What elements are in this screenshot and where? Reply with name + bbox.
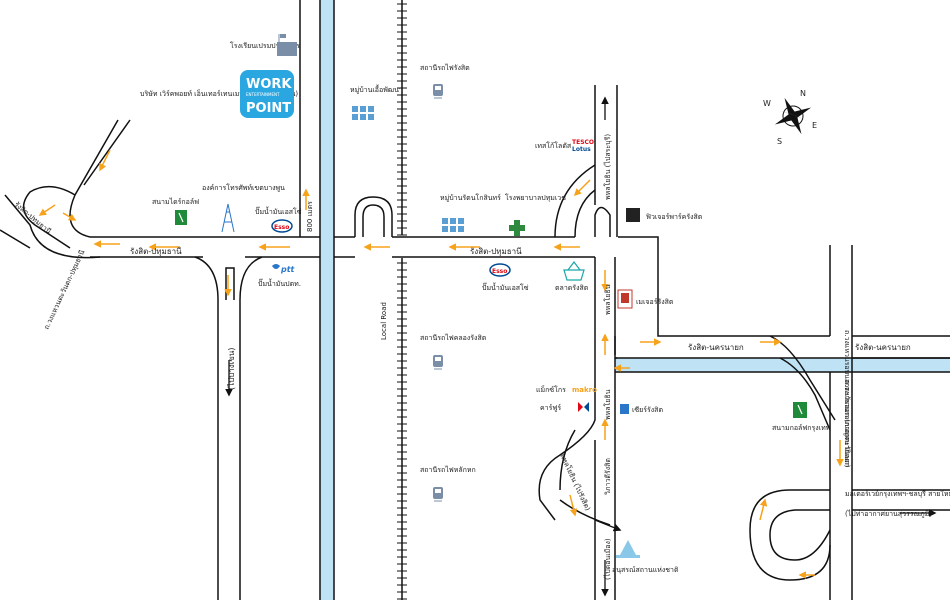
market-label: ตลาดรังสิต [555, 284, 589, 292]
esso-left-label: ปั๊มน้ำมันเอสโซ่ [255, 205, 302, 216]
train-icon [433, 487, 443, 502]
esso-mid: Esso ปั๊มน้ำมันเอสโซ่ [482, 263, 529, 292]
svg-text:WORK: WORK [246, 77, 292, 92]
golf-right: สนามกอล์ฟกรุงเทพ [772, 402, 831, 432]
zeer-rangsit: เซียร์รังสิต [620, 404, 663, 414]
carrefour-label: คาร์ฟูร์ [540, 404, 561, 412]
road-label-kanchanaphisek-left: ถ.วงแหวนตะวันตก-ปทุมธานี [43, 249, 87, 331]
svg-text:Esso: Esso [274, 224, 289, 231]
golf-left-label: สนามไดร์กอล์ฟ [152, 197, 199, 206]
esso-left: ปั๊มน้ำมันเอสโซ่ Esso [255, 205, 302, 233]
ptt-logo: ptt [272, 264, 296, 274]
distance-label: 800 เมตร [306, 201, 314, 232]
village-icon [352, 106, 374, 120]
road-label-rangsit-pathum-diag: รังสิต-ปทุมธานี [13, 200, 53, 235]
road-label-vibhavadi: วิภาวดีรังสิต [604, 458, 612, 495]
road-label-local-road: Local Road [380, 302, 388, 340]
tesco-label: เทสโก้โลตัส [535, 141, 572, 150]
station-rangsit-label: สถานีรถไฟรังสิต [420, 63, 470, 72]
village-top: หมู่บ้านเอื้อพัฒนา [350, 83, 403, 120]
village-icon [442, 218, 464, 232]
village-top-label: หมู่บ้านเอื้อพัฒนา [350, 83, 403, 94]
tower-icon [221, 203, 235, 233]
workpoint-logo: WORK ENTERTAINMENT POINT [240, 70, 294, 118]
station-lak-hok: สถานีรถไฟหลักหก [420, 465, 476, 502]
village-mid-label: หมู่บ้านรัตนโกสินทร์ [440, 193, 501, 202]
village-mid: หมู่บ้านรัตนโกสินทร์ [440, 193, 501, 232]
road-label-ring-east-upper: ถ.วงแหวนรอบนอกตะวันออก (กาญจนาภิเษก) [843, 330, 851, 468]
train-icon [433, 355, 443, 370]
hospital-label: โรงพยาบาลปทุมเวช [505, 193, 566, 202]
station-lak-hok-label: สถานีรถไฟหลักหก [420, 465, 476, 474]
ptt-label: ปั๊มน้ำมันปตท. [258, 277, 301, 288]
svg-text:ENTERTAINMENT: ENTERTAINMENT [246, 92, 280, 97]
school-label: โรงเรียนเปรมประชากร [230, 41, 300, 50]
road-label-motorway: มอเตอร์เวย์กรุงเทพฯ-ชลบุรี สายใหม่ [845, 489, 950, 498]
station-rangsit: สถานีรถไฟรังสิต [420, 63, 470, 99]
workpoint-office: บริษัท เวิร์คพอยท์ เอ็นเทอร์เทนเมนท์ จำก… [140, 70, 298, 118]
future-park-label: ฟิวเจอร์พาร์ครังสิต [646, 213, 703, 221]
golf-icon [175, 210, 187, 225]
hospital: โรงพยาบาลปทุมเวช [505, 193, 566, 236]
svg-text:makro: makro [572, 386, 597, 394]
compass-n: N [800, 89, 806, 98]
monument-label: อนุสรณ์สถานแห่งชาติ [612, 566, 679, 574]
exit-arrows [225, 96, 937, 597]
makro-label: แม็กซ์โกร [536, 385, 566, 394]
tesco-lotus: เทสโก้โลตัส TESCO Lotus [535, 139, 594, 153]
railway-line [397, 0, 407, 600]
carrefour: คาร์ฟูร์ [540, 402, 589, 412]
rangsit-market: ตลาดรังสิต [555, 261, 589, 292]
road-label-don-mueang: (ไปดอนเมือง) [603, 538, 612, 580]
traffic-arrows [38, 149, 844, 579]
road-label-phahonyothin-lower: พหลโยธิน [603, 389, 612, 420]
makro: แม็กซ์โกร makro [536, 385, 597, 394]
road-label-bang-phun: (ไปบางเขน) [227, 348, 236, 391]
road-label-rangsit-pathum-left: รังสิต-ปทุมธานี [130, 247, 182, 256]
hospital-cross-icon [509, 220, 525, 236]
school: โรงเรียนเปรมประชากร [230, 34, 300, 56]
telephone-tower: องค์การโทรศัพท์เขตบางพูน [202, 183, 285, 233]
svg-text:TESCO: TESCO [572, 139, 594, 146]
compass-w: W [763, 99, 771, 108]
national-monument: อนุสรณ์สถานแห่งชาติ [612, 540, 679, 574]
workpoint-company-label: บริษัท เวิร์คพอยท์ เอ็นเทอร์เทนเมนท์ จำก… [140, 89, 298, 98]
major-label: เมเจอร์รังสิต [636, 298, 674, 306]
road-label-suvarnabhumi: (ไปท่าอากาศยานสุวรรณภูมิ) [845, 509, 932, 518]
ptt-station: ptt ปั๊มน้ำมันปตท. [258, 264, 301, 288]
svg-text:POINT: POINT [246, 101, 291, 116]
golf-icon [793, 402, 807, 418]
svg-text:Esso: Esso [492, 268, 507, 275]
road-label-phahonyothin-north: พหลโยธิน (ไปสระบุรี) [603, 134, 612, 200]
market-basket-icon [563, 261, 585, 281]
monument-icon [616, 540, 640, 558]
compass-s: S [777, 137, 782, 146]
svg-text:Lotus: Lotus [572, 146, 591, 153]
esso-logo: Esso [489, 263, 511, 277]
canal-vertical [319, 0, 335, 600]
future-park: ฟิวเจอร์พาร์ครังสิต [626, 208, 703, 222]
road-label-rangsit-nakhon-left: รังสิต-นครนายก [688, 343, 744, 352]
golf-left: สนามไดร์กอล์ฟ [152, 197, 199, 225]
road-label-rangsit-nakhon-right: รังสิต-นครนายก [855, 343, 911, 352]
road-label-ring-east-lower: ถ.วงแหวนรอบนอกตะวันออก [843, 380, 851, 467]
road-label-rangsit-pathum-mid: รังสิต-ปทุมธานี [470, 247, 522, 256]
tower-label: องค์การโทรศัพท์เขตบางพูน [202, 183, 285, 192]
station-khlong-rangsit: สถานีรถไฟคลองรังสิต [420, 333, 487, 370]
svg-text:ptt: ptt [280, 265, 296, 274]
train-icon [433, 84, 443, 99]
compass-rose [774, 97, 812, 135]
compass-e: E [812, 121, 817, 130]
school-icon [277, 34, 297, 56]
esso-mid-label: ปั๊มน้ำมันเอสโซ่ [482, 281, 529, 292]
road-label-phahonyothin-mid: พหลโยธิน [603, 284, 612, 315]
station-khlong-label: สถานีรถไฟคลองรังสิต [420, 333, 487, 342]
zeer-label: เซียร์รังสิต [632, 406, 663, 414]
esso-logo: Esso [271, 219, 293, 233]
major-cineplex: เมเจอร์รังสิต [617, 289, 674, 309]
golf-right-label: สนามกอล์ฟกรุงเทพ [772, 424, 831, 432]
